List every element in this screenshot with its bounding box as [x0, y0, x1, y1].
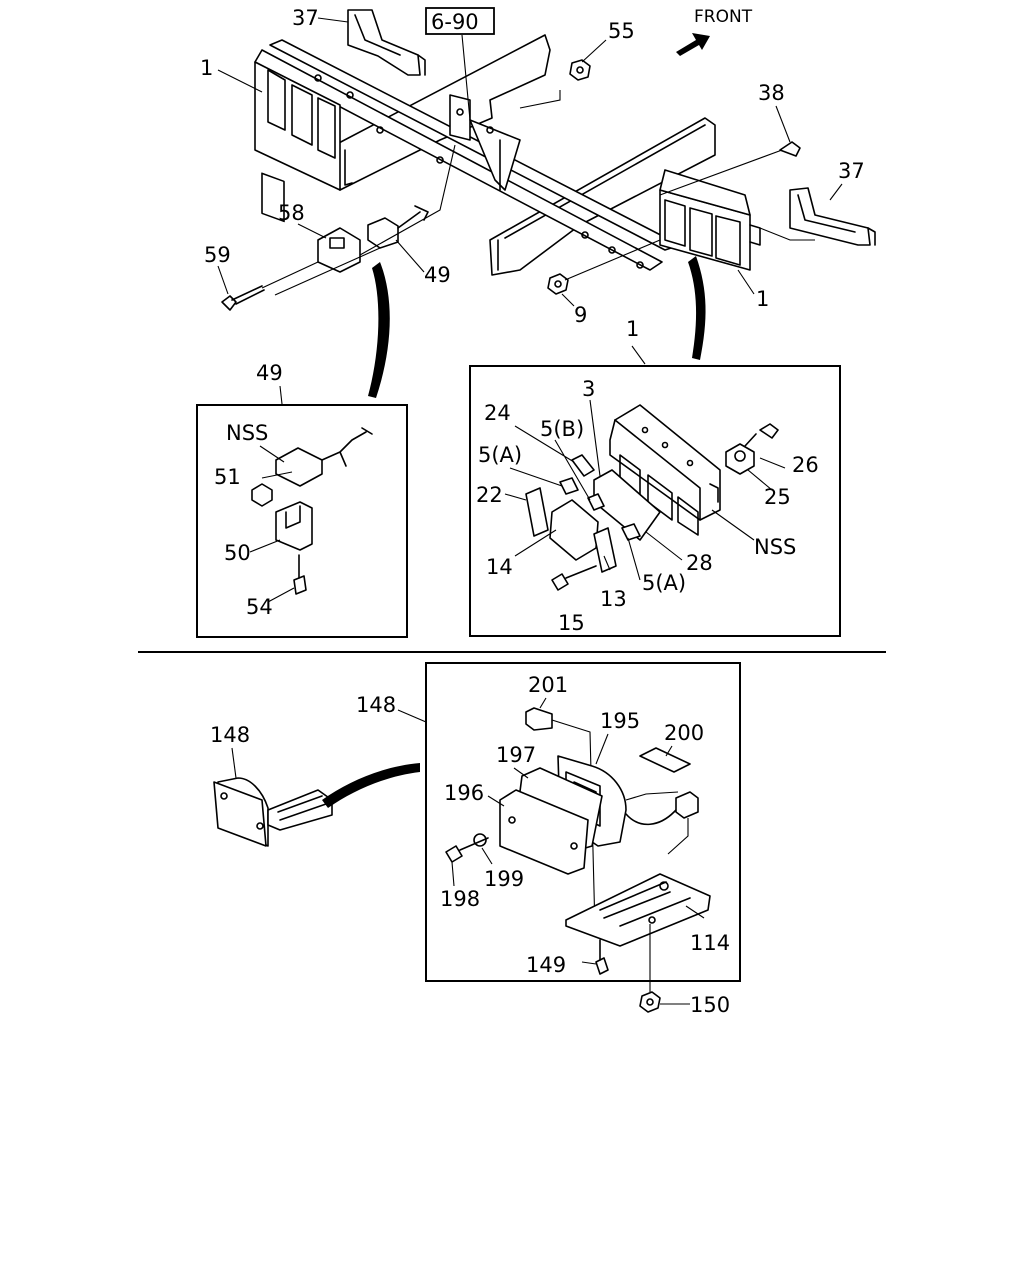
callout-5b: 5(B) [540, 417, 584, 441]
callout-55: 55 [608, 19, 635, 43]
callout-28: 28 [686, 551, 713, 575]
frame-assembly [221, 9, 876, 311]
front-label: FRONT [694, 7, 753, 27]
callout-114: 114 [690, 931, 730, 955]
detail-box-49 [196, 404, 408, 638]
label-nss-a: NSS [226, 421, 268, 445]
callout-201: 201 [528, 673, 568, 697]
callout-37b: 37 [838, 159, 865, 183]
callout-197: 197 [496, 743, 536, 767]
detail-1-parts [504, 399, 786, 591]
callout-51: 51 [214, 465, 241, 489]
callout-58: 58 [278, 201, 305, 225]
callout-15: 15 [558, 611, 585, 635]
pointer-arrow-148 [322, 763, 420, 808]
callout-1-box: 1 [626, 317, 639, 341]
callout-26: 26 [792, 453, 819, 477]
front-arrow-icon [676, 33, 710, 56]
detail-box-148 [425, 662, 741, 982]
callout-50: 50 [224, 541, 251, 565]
callout-9: 9 [574, 303, 587, 327]
callout-54: 54 [246, 595, 273, 619]
callout-49-box: 49 [256, 361, 283, 385]
detail-box-1 [469, 365, 841, 637]
callout-59: 59 [204, 243, 231, 267]
callout-199: 199 [484, 867, 524, 891]
lamp-148-exploded [445, 707, 711, 1013]
callout-198: 198 [440, 887, 480, 911]
callout-14: 14 [486, 555, 513, 579]
callout-24: 24 [484, 401, 511, 425]
reference-box-frame [425, 7, 495, 35]
callout-150: 150 [690, 993, 730, 1017]
callout-49a: 49 [424, 263, 451, 287]
callout-1a: 1 [200, 56, 213, 80]
callout-22: 22 [476, 483, 503, 507]
callout-38: 38 [758, 81, 785, 105]
callout-25: 25 [764, 485, 791, 509]
callout-200: 200 [664, 721, 704, 745]
callout-37a: 37 [292, 6, 319, 30]
callout-195: 195 [600, 709, 640, 733]
callout-5a1: 5(A) [478, 443, 522, 467]
lamp-148 [213, 777, 333, 847]
callout-1b: 1 [756, 287, 769, 311]
callout-5a2: 5(A) [642, 571, 686, 595]
callout-3: 3 [582, 377, 595, 401]
callout-148-box: 148 [356, 693, 396, 717]
callout-13: 13 [600, 587, 627, 611]
pointer-arrow-1 [688, 256, 706, 360]
detail-49-parts [251, 427, 373, 595]
callout-149: 149 [526, 953, 566, 977]
callout-148: 148 [210, 723, 250, 747]
reference-box: 6-90 [431, 10, 479, 34]
pointer-arrow-49 [368, 262, 390, 398]
label-nss-b: NSS [754, 535, 796, 559]
callout-196: 196 [444, 781, 484, 805]
